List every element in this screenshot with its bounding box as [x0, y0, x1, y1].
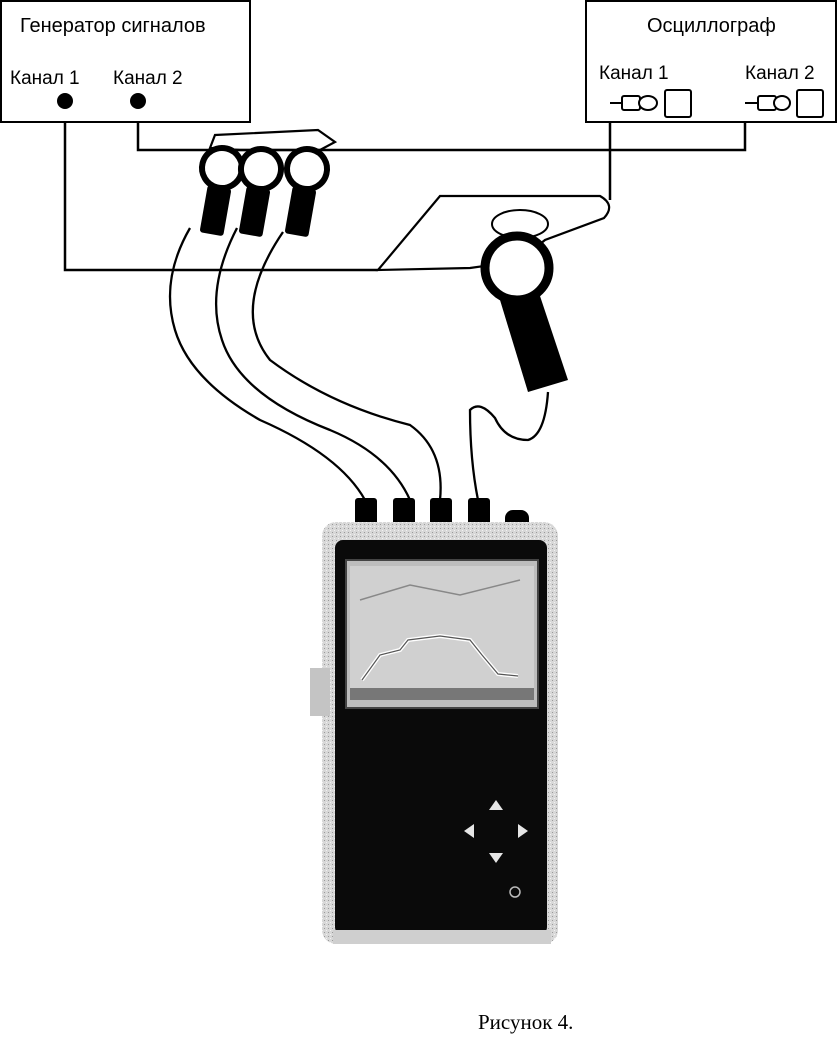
wire-generator-ch1 [63, 102, 378, 272]
oscilloscope-channel2-label: Канал 2 [745, 63, 815, 84]
terminal-overlay [57, 89, 824, 118]
oscilloscope-title: Осциллограф [647, 15, 776, 37]
navigation-buttons [464, 800, 528, 863]
probe-cables [168, 227, 550, 501]
signal-generator-box: Генератор сигналов Канал 1 Канал 2 [0, 0, 251, 123]
power-analyzer-device [310, 522, 558, 944]
figure-caption: Рисунок 4. [478, 1010, 574, 1034]
power-button [509, 886, 521, 898]
generator-channel1-label: Канал 1 [10, 68, 80, 89]
oscilloscope-channel1-label: Канал 1 [599, 63, 669, 84]
conductor-plate-top [208, 128, 338, 152]
clamp-probe-icon [480, 209, 568, 392]
generator-title: Генератор сигналов [20, 15, 206, 37]
bnc-connector-icon [610, 89, 824, 118]
wire-generator-ch2 [136, 102, 747, 152]
generator-ch2-terminal [130, 93, 146, 109]
clamp-probe-icon [199, 145, 330, 237]
generator-ch1-terminal [57, 93, 73, 109]
generator-channel2-label: Канал 2 [113, 68, 183, 89]
